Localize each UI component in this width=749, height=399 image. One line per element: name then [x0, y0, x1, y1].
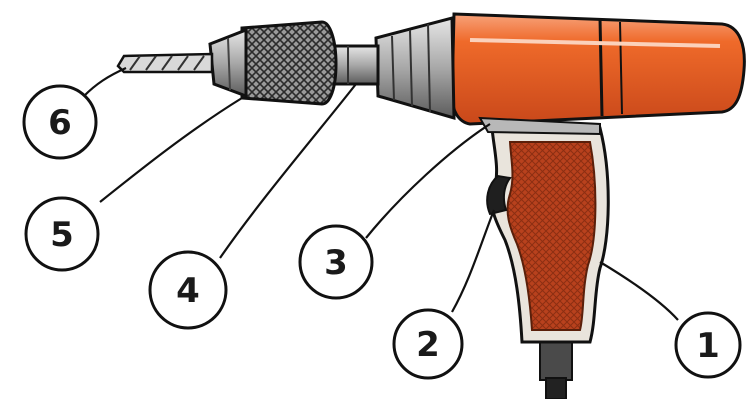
- handle-grip: [492, 128, 608, 342]
- callout-2: 2: [394, 310, 462, 378]
- power-cord: [540, 340, 572, 399]
- callout-6: 6: [24, 86, 96, 158]
- leader-line-6: [84, 68, 126, 96]
- callout-number: 4: [176, 271, 200, 311]
- spindle: [334, 46, 378, 84]
- chuck: [210, 22, 336, 104]
- callout-3: 3: [300, 226, 372, 298]
- motor-housing: [376, 14, 744, 134]
- leader-line-5: [100, 98, 242, 202]
- leader-line-2: [452, 210, 494, 312]
- callout-number: 6: [48, 103, 72, 143]
- callout-number: 1: [696, 326, 720, 366]
- callout-number: 3: [324, 243, 348, 283]
- leader-line-1: [600, 262, 678, 320]
- leader-line-3: [366, 124, 490, 238]
- callout-4: 4: [150, 252, 226, 328]
- callout-5: 5: [26, 198, 98, 270]
- drill-bit: [118, 54, 212, 72]
- callout-number: 2: [416, 325, 440, 365]
- callout-number: 5: [50, 215, 74, 255]
- callout-1: 1: [676, 313, 740, 377]
